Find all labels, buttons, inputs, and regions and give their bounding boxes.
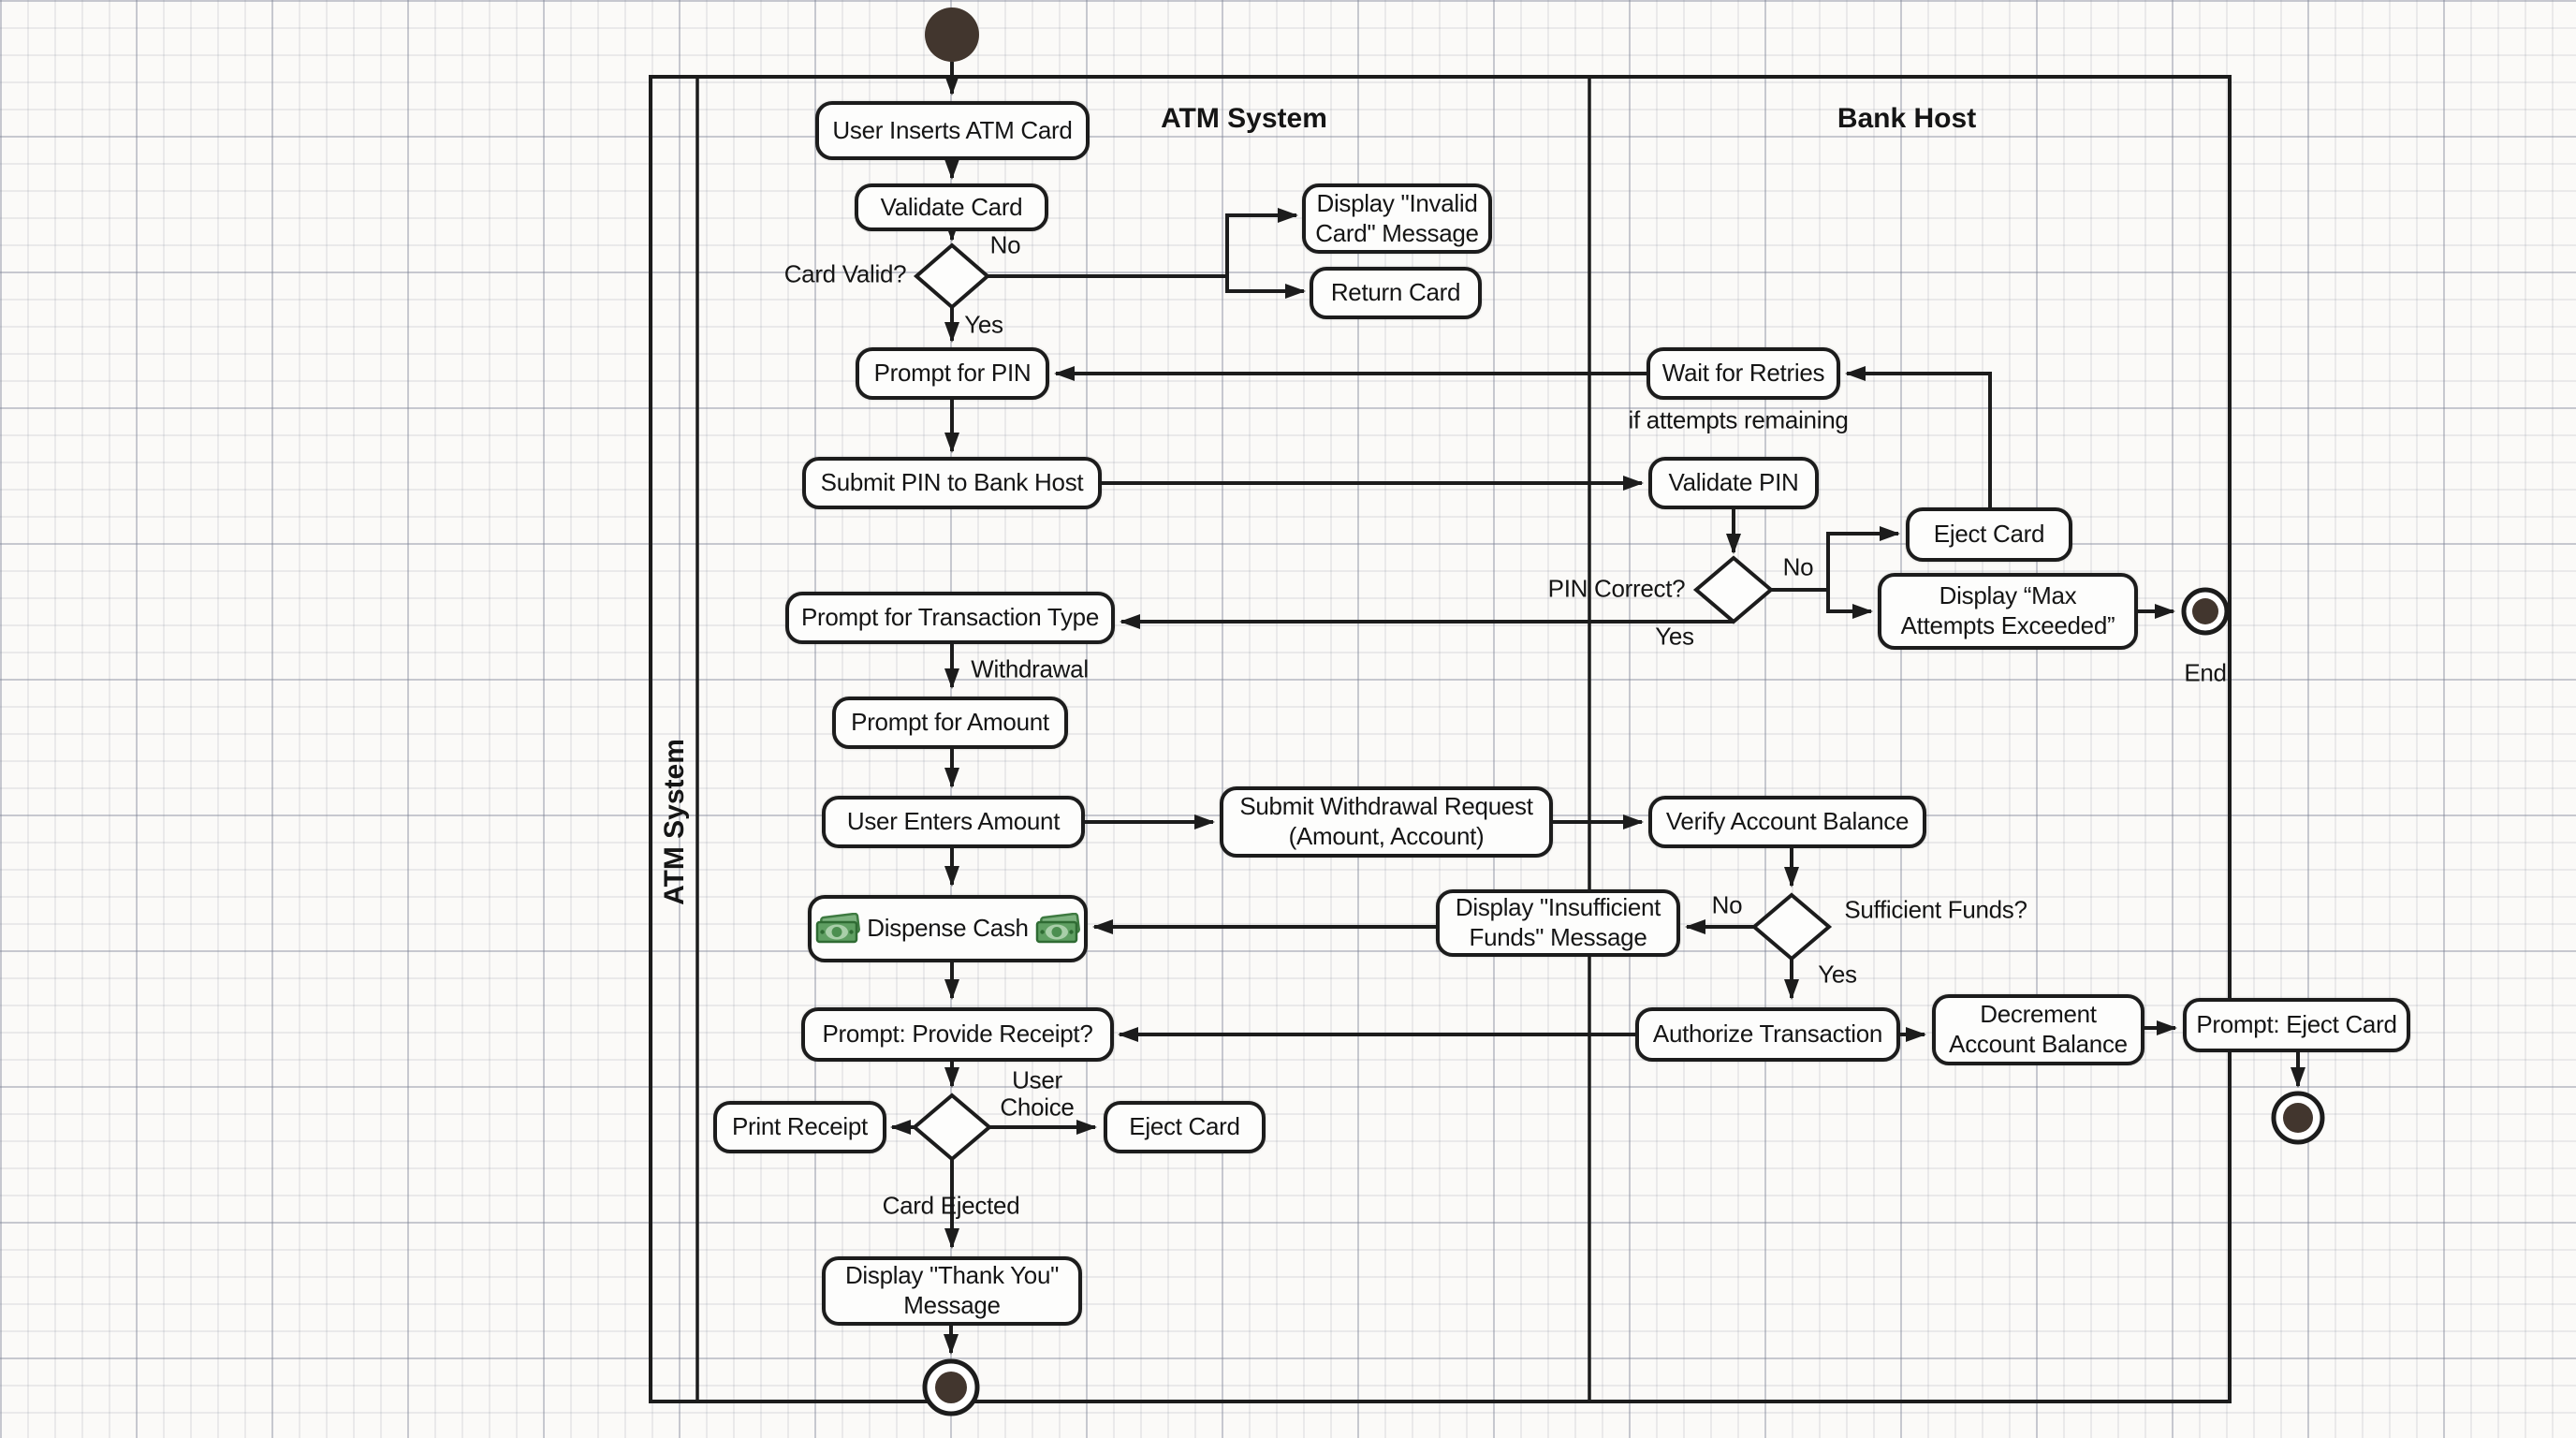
edge-cardvalid-no-to-return-card: [1225, 276, 1306, 299]
activity-prompt-for-transaction-type: Prompt for Transaction Type: [785, 592, 1115, 644]
decision-pin-correct: [1692, 555, 1775, 624]
activity-wait-for-retries: Wait for Retries: [1647, 347, 1840, 400]
activity-verify-account-balance: Verify Account Balance: [1648, 796, 1926, 848]
edge-label-funds-no: No: [1711, 890, 1743, 919]
frame-label-atm-system: ATM System: [659, 739, 690, 905]
final-node-right-inner: [2283, 1103, 2313, 1133]
frame-outer-rect: [649, 75, 2232, 1403]
decision-label-user-choice: User Choice: [1000, 1065, 1075, 1121]
activity-display-invalid-card-message: Display "Invalid Card" Message: [1302, 183, 1492, 254]
lane-title-atm-system: ATM System: [1161, 103, 1327, 134]
activity-submit-withdrawal-request: Submit Withdrawal Request (Amount, Accou…: [1220, 786, 1553, 858]
edge-eject-card-to-wait-retries: [1845, 366, 1992, 507]
edge-label-pin-yes: Yes: [1655, 622, 1694, 651]
decision-label-sufficient-funds: Sufficient Funds?: [1844, 895, 2027, 924]
terminal-nodes: [922, 7, 2325, 1416]
activity-validate-card: Validate Card: [855, 183, 1048, 231]
edge-pincorrect-no-to-display-max: [1826, 590, 1873, 619]
activity-decrement-account-balance: Decrement Account Balance: [1932, 994, 2144, 1065]
activity-prompt-for-pin: Prompt for PIN: [856, 347, 1049, 400]
decision-label-card-valid: Card Valid?: [783, 259, 907, 288]
activity-dispense-cash-label: Dispense Cash: [867, 914, 1029, 943]
decision-sufficient-funds: [1750, 892, 1833, 961]
edge-label-withdrawal: Withdrawal: [971, 654, 1089, 683]
activity-display-max-attempts-exceeded: Display “Max Attempts Exceeded”: [1878, 573, 2138, 650]
initial-node: [925, 7, 979, 62]
activity-prompt-eject-card: Prompt: Eject Card: [2183, 998, 2410, 1052]
activity-validate-pin: Validate PIN: [1648, 457, 1819, 509]
activity-print-receipt: Print Receipt: [713, 1101, 886, 1153]
edge-label-if-attempts-remaining: if attempts remaining: [1628, 405, 1849, 434]
edge-label-pin-no: No: [1782, 552, 1814, 581]
decision-diamonds: [911, 242, 1833, 1162]
activity-eject-card-atm: Eject Card: [1104, 1101, 1266, 1153]
activity-authorize-transaction: Authorize Transaction: [1635, 1007, 1900, 1062]
activity-user-enters-amount: User Enters Amount: [822, 796, 1085, 848]
edge-label-card-ejected: Card Ejected: [882, 1191, 1020, 1220]
decision-user-choice: [911, 1093, 993, 1162]
activity-return-card: Return Card: [1310, 267, 1482, 319]
decision-label-pin-correct: PIN Correct?: [1547, 574, 1686, 603]
banknote-icon: [815, 913, 861, 945]
terminal-label-end: End: [2184, 658, 2227, 687]
edge-label-funds-yes: Yes: [1818, 960, 1857, 989]
activity-submit-pin-to-bank-host: Submit PIN to Bank Host: [802, 457, 1102, 509]
banknote-icon: [1035, 913, 1080, 945]
edge-label-card-valid-no: No: [989, 230, 1021, 259]
edge-label-card-valid-yes: Yes: [964, 310, 1003, 339]
activity-user-inserts-atm-card: User Inserts ATM Card: [815, 101, 1090, 160]
lane-title-bank-host: Bank Host: [1837, 103, 1977, 134]
activity-prompt-for-amount: Prompt for Amount: [832, 697, 1068, 749]
edge-pincorrect-no-to-eject-card: [1771, 526, 1900, 592]
activity-dispense-cash: Dispense Cash: [808, 895, 1088, 962]
end-node-inner: [2192, 598, 2218, 624]
activity-display-insufficient-funds-message: Display "Insufficient Funds" Message: [1436, 889, 1680, 957]
final-node-bottom-inner: [935, 1372, 967, 1403]
edges: [890, 62, 2305, 1355]
decision-card-valid: [913, 242, 991, 310]
edge-cardvalid-no-to-display-invalid: [988, 208, 1298, 278]
activity-display-thank-you-message: Display "Thank You" Message: [822, 1256, 1082, 1326]
activity-eject-card-bank: Eject Card: [1906, 507, 2072, 562]
swimlane-frame: [649, 75, 2232, 1403]
activity-prompt-provide-receipt: Prompt: Provide Receipt?: [801, 1007, 1114, 1062]
